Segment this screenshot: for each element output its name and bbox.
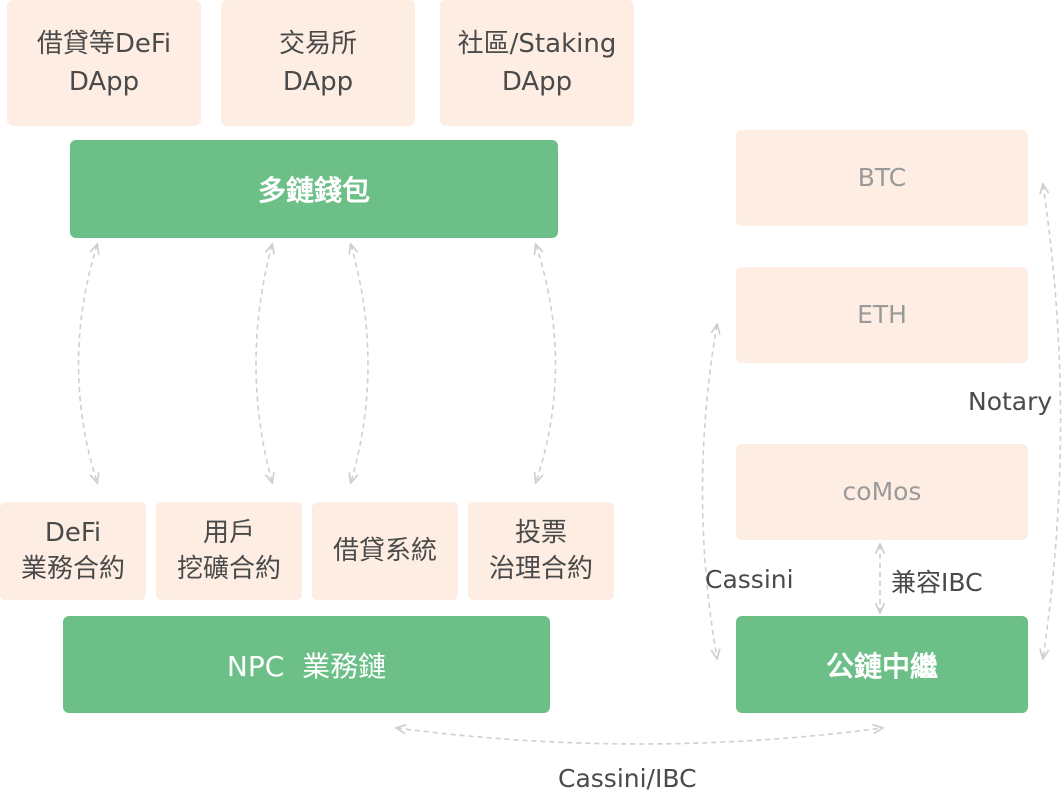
dapp-exchange-line2: DApp [282,67,354,97]
chain-btc: BTC [736,130,1028,226]
cassini-label: Cassini [705,565,794,594]
arrow-cassini [701,325,718,658]
chain-cosmos-label: coMos [842,477,922,506]
dapp-exchange: 交易所 DApp [221,0,415,126]
contract-voting-line2: 治理合約 [488,554,593,584]
arrow-notary [1043,185,1062,658]
contract-mining-line1: 用戶 [202,518,255,548]
dapp-community-staking: 社區/Staking DApp [440,0,634,126]
arrow-wallet-lending [351,245,369,482]
business-chain-label: NPC 業務鏈 [226,649,387,683]
relay-label: 公鏈中繼 [825,649,938,683]
dapp-defi-lending: 借貸等DeFi DApp [7,0,201,126]
contract-defi: DeFi 業務合約 [0,502,146,600]
contract-mining-line2: 挖礦合約 [176,554,281,584]
dapp-staking-line2: DApp [501,67,573,97]
notary-label: Notary [968,387,1053,416]
dapp-defi-line2: DApp [68,67,140,97]
chain-cosmos: coMos [736,444,1028,540]
contract-lending-system: 借貸系統 [312,502,458,600]
wallet-label: 多鏈錢包 [257,174,370,207]
arrow-wallet-defi [77,245,98,482]
contract-user-mining: 用戶 挖礦合約 [156,502,302,600]
chain-eth-label: ETH [857,300,907,329]
chain-btc-label: BTC [857,163,907,192]
contract-voting-governance: 投票 治理合約 [468,502,614,600]
contract-lending-line1: 借貸系統 [332,536,437,566]
npc-business-chain: NPC 業務鏈 [63,616,550,713]
arrow-wallet-voting [536,245,557,482]
contract-defi-line2: 業務合約 [20,554,125,584]
dapp-defi-line1: 借貸等DeFi [36,29,172,59]
contract-defi-line1: DeFi [44,518,102,548]
chain-eth: ETH [736,267,1028,363]
cassini-ibc-label: Cassini/IBC [558,764,697,793]
dapp-exchange-line1: 交易所 [278,29,357,59]
arrow-wallet-mining [255,245,272,482]
arrow-cassini-ibc [397,728,882,745]
public-chain-relay: 公鏈中繼 [736,616,1028,713]
dapp-staking-line1: 社區/Staking [457,29,617,59]
contract-voting-line1: 投票 [514,518,567,548]
ibc-compat-label: 兼容IBC [891,568,983,597]
multichain-wallet: 多鏈錢包 [70,140,558,238]
